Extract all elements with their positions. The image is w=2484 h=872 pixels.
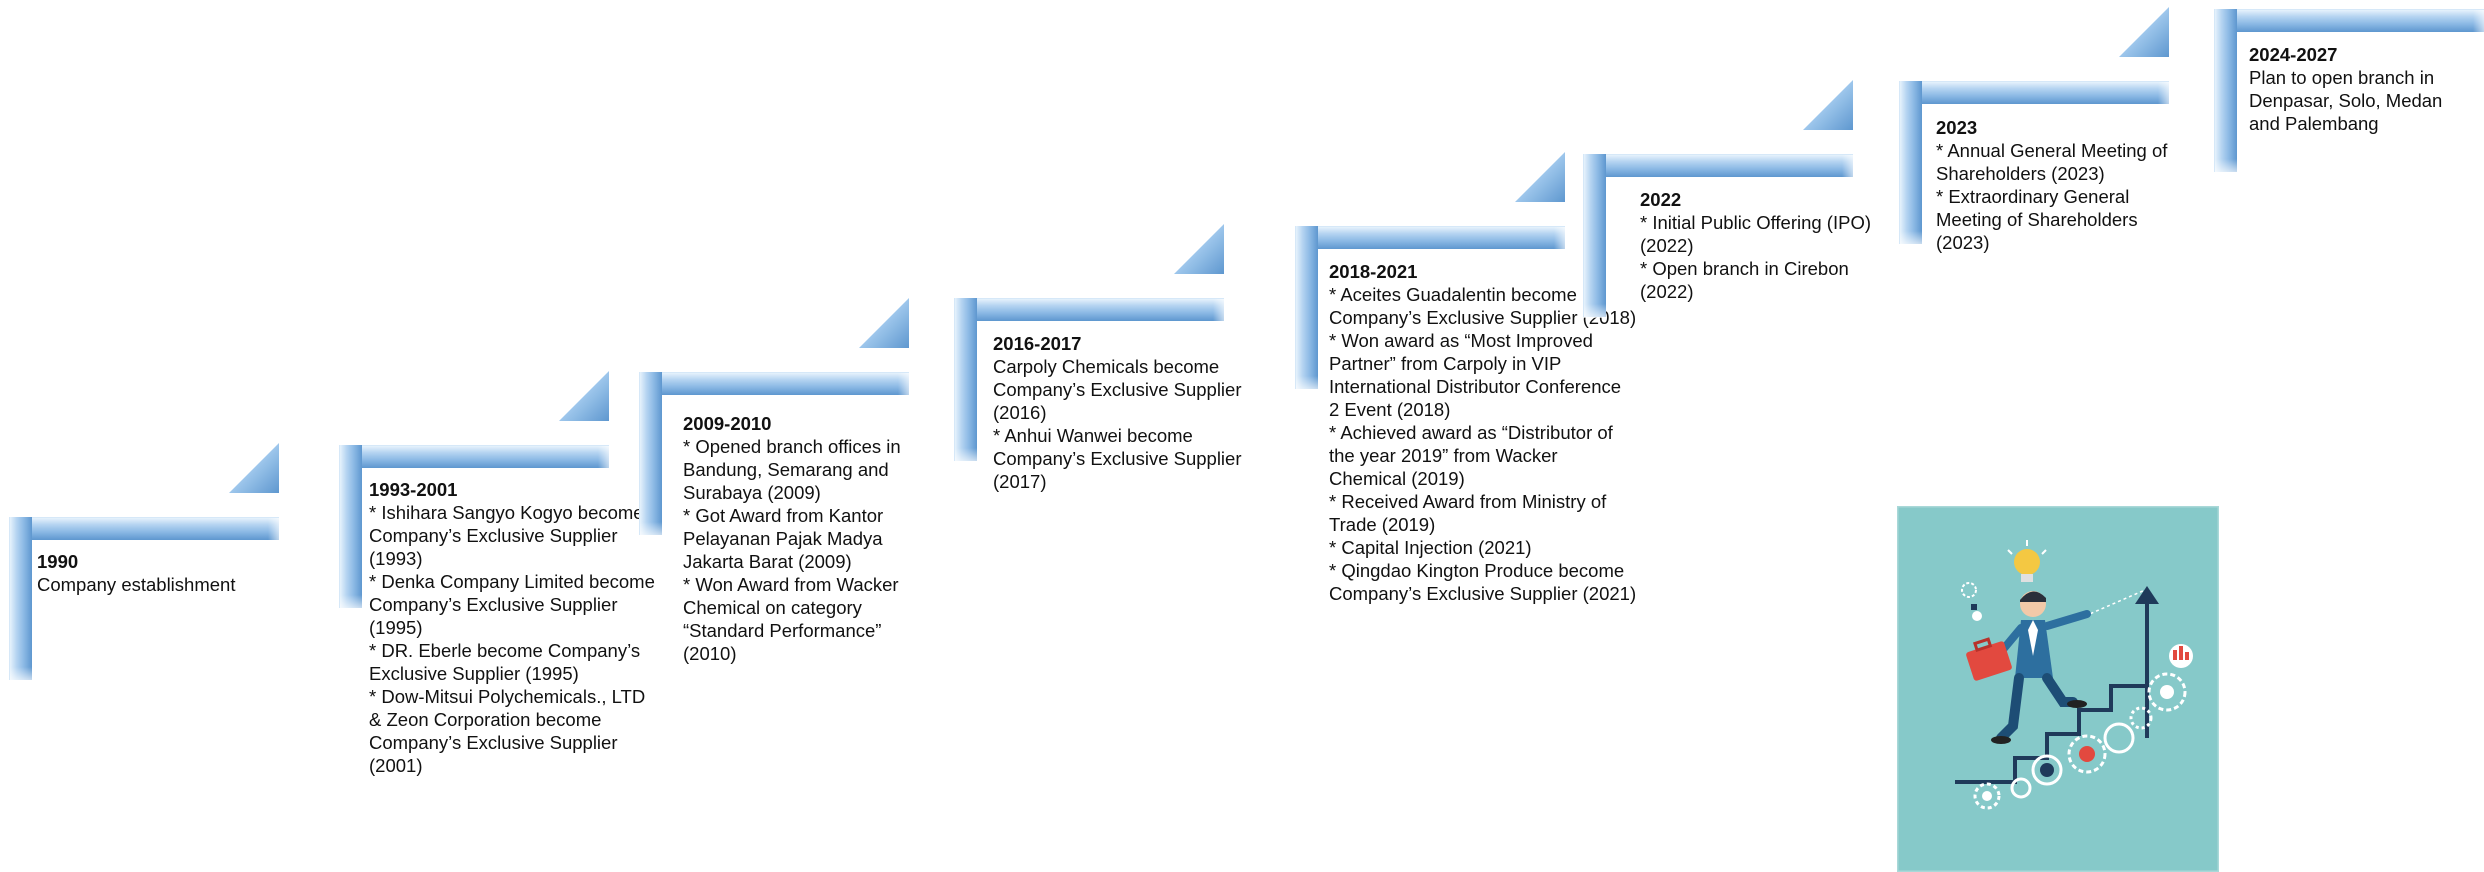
bar-chart-icon [2173,646,2189,660]
milestone-text: * Won award as “Most Improved [1329,330,1593,351]
milestone-text: Company’s Exclusive Supplier [993,379,1242,400]
arrow-head-2009-2010 [859,298,909,348]
milestone-text: “Standard Performance” [683,620,882,641]
milestone-text: Carpoly Chemicals become [993,356,1220,377]
milestone-text: * Anhui Wanwei become [993,425,1193,446]
milestone-text: Jakarta Barat (2009) [683,551,852,572]
milestone-1990: 1990 Company establishment [37,550,235,596]
milestone-text: (2017) [993,471,1047,492]
lightbulb-icon [2007,540,2047,582]
milestone-text: * Qingdao Kington Produce become [1329,560,1625,581]
milestone-text: the year 2019” from Wacker [1329,445,1558,466]
milestone-text: * DR. Eberle become Company’s [369,640,641,661]
milestone-text: Plan to open branch in [2249,67,2435,88]
milestone-text: International Distributor Conference [1329,376,1622,397]
milestone-text: * Received Award from Ministry of [1329,491,1607,512]
milestone-text: Meeting of Shareholders [1936,209,2138,230]
milestone-year: 2022 [1640,189,1682,210]
milestone-text: Exclusive Supplier (1995) [369,663,579,684]
milestone-text: Denpasar, Solo, Medan [2249,90,2443,111]
milestone-2018-2021: 2018-2021 * Aceites Guadalentin become C… [1329,260,1636,605]
milestone-text: Pelayanan Pajak Madya [683,528,883,549]
milestone-year: 1990 [37,551,79,572]
milestone-text: * Extraordinary General [1936,186,2130,207]
staircase-icon [1955,684,2145,784]
milestone-text: Bandung, Semarang and [683,459,889,480]
arrow-head-2023 [2119,7,2169,57]
milestone-text: Company’s Exclusive Supplier (2021) [1329,583,1637,604]
milestone-text: (2010) [683,643,737,664]
milestone-text: Trade (2019) [1329,514,1436,535]
gears-cluster [1973,644,2193,810]
milestone-year: 2009-2010 [683,413,772,434]
growth-illustration [1897,506,2219,872]
milestone-text: (2022) [1640,281,1694,302]
milestone-text: * Opened branch offices in [683,436,901,457]
arrow-head-2022 [1803,80,1853,130]
milestone-text: and Palembang [2249,113,2379,134]
milestone-text: * Aceites Guadalentin become [1329,284,1577,305]
milestone-text: * Got Award from Kantor [683,505,884,526]
milestone-text: Chemical on category [683,597,862,618]
milestone-text: Chemical (2019) [1329,468,1465,489]
arrow-head-1990 [229,443,279,493]
milestone-text: Shareholders (2023) [1936,163,2105,184]
milestone-2009-2010: 2009-2010 * Opened branch offices in Ban… [683,412,901,665]
arrow-head-1993-2001 [559,371,609,421]
milestone-text: * Dow-Mitsui Polychemicals., LTD [369,686,646,707]
milestone-text: Company’s Exclusive Supplier [993,448,1242,469]
milestone-text: Company’s Exclusive Supplier [369,732,618,753]
milestone-2016-2017: 2016-2017 Carpoly Chemicals become Compa… [993,332,1242,493]
milestone-year: 2023 [1936,117,1978,138]
milestone-text: Company’s Exclusive Supplier [369,525,618,546]
milestone-2023: 2023 * Annual General Meeting of Shareho… [1936,116,2167,254]
milestone-text: 2 Event (2018) [1329,399,1451,420]
milestone-text: Company establishment [37,574,236,595]
milestone-text: Partner” from Carpoly in VIP [1329,353,1562,374]
milestone-text: * Denka Company Limited become [369,571,655,592]
growth-arrow-icon [2135,586,2159,738]
milestone-text: * Capital Injection (2021) [1329,537,1532,558]
milestone-text: * Open branch in Cirebon [1640,258,1849,279]
arrow-head-2016-2017 [1174,224,1224,274]
milestone-text: * Annual General Meeting of [1936,140,2168,161]
milestone-year: 2016-2017 [993,333,1082,354]
milestone-2022: 2022 * Initial Public Offering (IPO) (20… [1640,188,1871,303]
milestone-text: * Initial Public Offering (IPO) [1640,212,1871,233]
milestone-2024-2027: 2024-2027 Plan to open branch in Denpasa… [2249,43,2442,135]
milestone-text: Company’s Exclusive Supplier (2018) [1329,307,1637,328]
milestone-text: * Won Award from Wacker [683,574,899,595]
milestone-1993-2001: 1993-2001 * Ishihara Sangyo Kogyo become… [369,478,655,777]
milestone-text: * Achieved award as “Distributor of [1329,422,1613,443]
milestone-text: (1993) [369,548,423,569]
milestone-year: 2024-2027 [2249,44,2338,65]
milestone-text: (2023) [1936,232,1990,253]
milestone-text: (2001) [369,755,423,776]
milestone-text: Company’s Exclusive Supplier [369,594,618,615]
milestone-text: & Zeon Corporation become [369,709,602,730]
briefcase-icon [1966,637,2012,681]
milestone-text: (1995) [369,617,423,638]
milestone-year: 2018-2021 [1329,261,1418,282]
arrow-head-2018-2021 [1515,152,1565,202]
milestone-text: (2016) [993,402,1047,423]
milestone-text: (2022) [1640,235,1694,256]
milestone-text: * Ishihara Sangyo Kogyo become [369,502,644,523]
milestone-year: 1993-2001 [369,479,458,500]
gear-icon [1961,582,1982,621]
businessman-figure [1991,591,2091,744]
milestone-text: Surabaya (2009) [683,482,821,503]
